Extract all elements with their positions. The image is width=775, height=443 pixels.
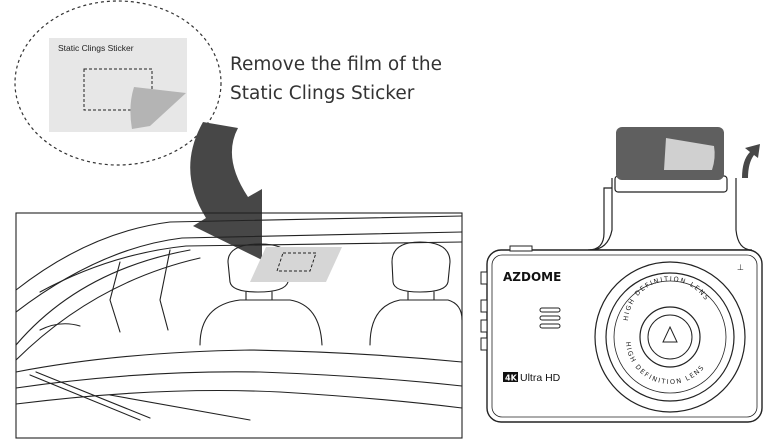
speaker-slot — [539, 323, 561, 329]
zoom-callout: Static Clings Sticker — [14, 0, 222, 166]
ultra-hd-label: Ultra HD — [520, 372, 561, 384]
speaker-slot — [539, 307, 561, 313]
side-button — [480, 319, 488, 333]
side-button — [480, 271, 488, 285]
lens-triangle-icon — [662, 325, 678, 343]
instruction-line-2: Static Clings Sticker — [230, 83, 415, 104]
windshield-sticker-outline — [276, 252, 317, 272]
side-button — [480, 337, 488, 351]
sticker-card — [49, 38, 187, 132]
brand-logo: AZDOME — [503, 270, 561, 284]
top-button — [509, 245, 533, 252]
peel-arrow-icon — [742, 144, 760, 178]
instruction-text: Remove the film of the Static Clings Sti… — [230, 50, 490, 108]
4k-badge-text: 4K — [505, 374, 518, 383]
indicator-icon: ⊥ — [737, 263, 744, 272]
curved-arrow-icon — [190, 122, 262, 260]
mount-film — [664, 138, 715, 170]
dashcam-front: AZDOME 4K Ultra HD ⊥ HIGH DEFINITION LEN… — [480, 127, 763, 423]
instruction-line-1: Remove the film of the — [230, 54, 442, 75]
speaker-slot — [539, 315, 561, 321]
peeled-film — [130, 87, 186, 129]
windshield-sticker — [250, 247, 342, 282]
4k-badge — [503, 372, 518, 382]
windshield-illustration — [15, 212, 463, 439]
sticker-dashed-outline — [83, 68, 153, 111]
sticker-label: Static Clings Sticker — [58, 43, 134, 53]
side-button — [480, 299, 488, 313]
